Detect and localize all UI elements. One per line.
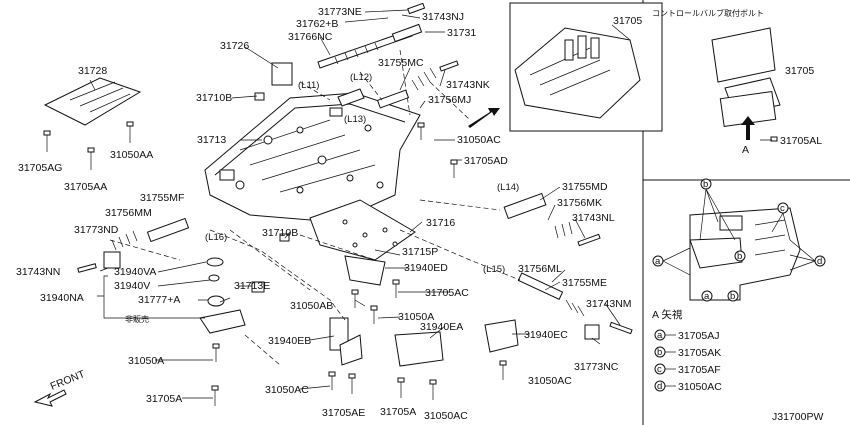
inset-right-part: 31705 — [785, 65, 814, 77]
part-labels: 31773NE 31762+B 31743NJ 31766NC 31731 31… — [16, 6, 632, 422]
svg-text:a: a — [655, 256, 661, 267]
legend-key-a: a — [657, 330, 663, 341]
not-for-sale-label: 非販売 — [125, 314, 149, 324]
label-31728: 31728 — [78, 65, 107, 77]
label-31705ad: 31705AD — [464, 155, 508, 167]
label-31940na: 31940NA — [40, 292, 84, 304]
label-31050ac-1: 31050AC — [457, 134, 501, 146]
label-31743nl: 31743NL — [572, 212, 615, 224]
label-31743nj: 31743NJ — [422, 11, 464, 23]
label-31050ab: 31050AB — [290, 300, 333, 312]
label-l14: (L14) — [497, 182, 519, 193]
guide-lines — [109, 49, 521, 366]
legend-key-d: d — [657, 381, 662, 392]
inset-right-drawing — [711, 27, 781, 140]
label-31940ea: 31940EA — [420, 321, 463, 333]
inset-right-bolt: 31705AL — [780, 135, 822, 147]
label-31773ne: 31773NE — [318, 6, 362, 18]
legend-part-a: 31705AJ — [678, 330, 719, 342]
label-31050ac-3: 31050AC — [265, 384, 309, 396]
svg-text:b: b — [737, 251, 742, 262]
inset-top-label: 31705 — [613, 15, 642, 27]
label-31705ae: 31705AE — [322, 407, 365, 419]
front-label: FRONT — [49, 368, 88, 393]
svg-text:c: c — [780, 203, 785, 214]
label-31773nd: 31773ND — [74, 224, 119, 236]
label-31705a-2: 31705A — [380, 406, 416, 418]
label-31050a-2: 31050A — [128, 355, 164, 367]
label-31940eb: 31940EB — [268, 335, 311, 347]
label-31050ac-2: 31050AC — [528, 375, 572, 387]
label-31756mm: 31756MM — [105, 207, 152, 219]
svg-text:d: d — [817, 256, 822, 267]
label-31777a: 31777+A — [138, 294, 180, 306]
sub-group-labels: (L11) (L12) (L13) (L14) (L15) (L16) — [205, 72, 519, 275]
bolts — [43, 92, 778, 406]
label-31743nk: 31743NK — [446, 79, 490, 91]
label-31766nc: 31766NC — [288, 31, 333, 43]
label-31755mc: 31755MC — [378, 57, 424, 69]
label-31743nn: 31743NN — [16, 266, 60, 278]
label-l11: (L11) — [298, 80, 319, 91]
label-31940ec: 31940EC — [524, 329, 568, 341]
label-31050ac-4: 31050AC — [424, 410, 468, 422]
label-31743nm: 31743NM — [586, 298, 632, 310]
oil-strainer — [43, 77, 142, 126]
label-31755mf: 31755MF — [140, 192, 184, 204]
legend-part-d: 31050AC — [678, 381, 722, 393]
separator-plate — [309, 199, 416, 261]
diagram-code: J31700PW — [772, 411, 823, 423]
label-31773nc: 31773NC — [574, 361, 619, 373]
legend-key-b: b — [657, 347, 662, 358]
label-31710b-top: 31710B — [196, 92, 232, 104]
label-31713e: 31713E — [234, 280, 270, 292]
label-31726: 31726 — [220, 40, 249, 52]
label-31050a-1: 31050A — [398, 311, 434, 323]
label-l15: (L15) — [483, 264, 505, 275]
label-31050aa: 31050AA — [110, 149, 153, 161]
legend-part-b: 31705AK — [678, 347, 721, 359]
inset-right-title: コントロールバルブ取付ボルト — [652, 8, 764, 18]
leader-lines — [89, 9, 772, 399]
valve-springs — [77, 2, 633, 340]
inset-right-view: A — [742, 144, 749, 156]
front-arrow — [33, 389, 67, 407]
label-31705ac-1: 31705AC — [425, 287, 469, 299]
inset-top-drawing — [514, 24, 641, 119]
label-31705a-1: 31705A — [146, 393, 182, 405]
legend-key-c: c — [657, 364, 662, 375]
label-31940v: 31940V — [114, 280, 150, 292]
label-l16: (L16) — [205, 232, 227, 243]
label-31705ag: 31705AG — [18, 162, 62, 174]
svg-text:b: b — [703, 179, 708, 190]
svg-text:b: b — [730, 291, 735, 302]
label-l12: (L12) — [350, 72, 372, 83]
label-31755me: 31755ME — [562, 277, 607, 289]
label-l13: (L13) — [344, 114, 366, 125]
label-31713: 31713 — [197, 134, 226, 146]
view-a-legend: a 31705AJ b 31705AK c 31705AF d 31050AC — [654, 329, 722, 393]
label-31755md: 31755MD — [562, 181, 608, 193]
label-31940ed: 31940ED — [404, 262, 448, 274]
label-31756ml: 31756ML — [518, 263, 562, 275]
label-31762b: 31762+B — [296, 18, 338, 30]
label-31716: 31716 — [426, 217, 455, 229]
label-31940va: 31940VA — [114, 266, 156, 278]
view-a-callouts: b c b a d a b — [652, 178, 826, 302]
label-31756mj: 31756MJ — [428, 94, 471, 106]
inset-arrow — [468, 108, 500, 128]
view-a-title: A 矢視 — [652, 308, 683, 321]
label-31715p: 31715P — [402, 246, 438, 258]
solenoids — [199, 255, 519, 367]
svg-text:a: a — [704, 291, 710, 302]
main-valve-body — [204, 92, 421, 223]
label-31705aa: 31705AA — [64, 181, 107, 193]
legend-part-c: 31705AF — [678, 364, 721, 376]
label-31731: 31731 — [447, 27, 476, 39]
label-31756mk: 31756MK — [557, 197, 602, 209]
label-31710b-mid: 31710B — [262, 227, 298, 239]
